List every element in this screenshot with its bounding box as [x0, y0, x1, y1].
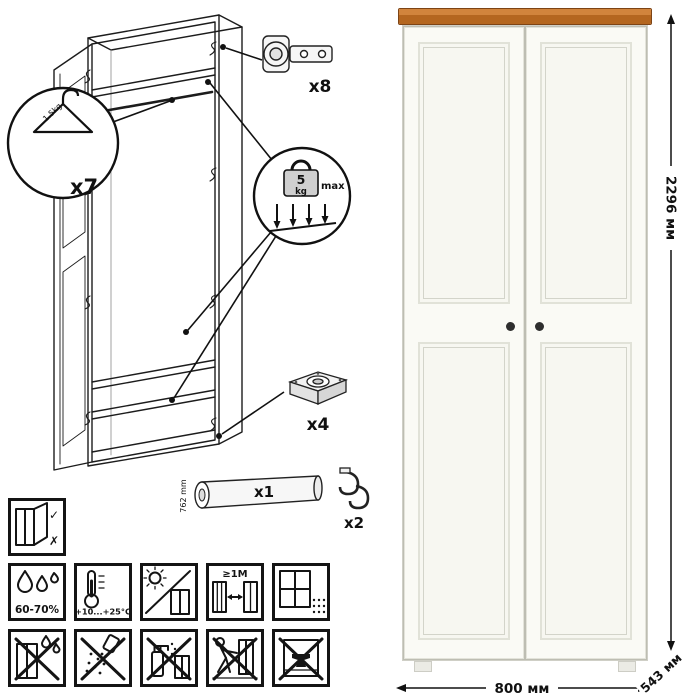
hanging-rod-line — [96, 90, 214, 114]
assembly-diagram: 1.5kg x7 5 kg max — [6, 14, 370, 532]
care-ventilation-icon — [272, 563, 330, 621]
max-load-callout: 5 kg max — [252, 146, 352, 246]
width-dimension-label: 800 мм — [495, 681, 550, 697]
care-humidity-icon: 60-70% — [8, 563, 66, 621]
left-door-top-panel — [418, 42, 510, 304]
weight-handle — [290, 159, 312, 171]
right-door-knob — [535, 322, 544, 331]
humidity-label: 60-70% — [15, 604, 60, 616]
feet-count-label: x4 — [307, 415, 330, 435]
wardrobe-left-foot — [414, 661, 432, 672]
carcass-hinge-marks — [209, 41, 217, 432]
wardrobe-body — [402, 25, 648, 661]
wardrobe-top-board — [398, 8, 652, 25]
left-door-bottom-panel — [418, 342, 510, 640]
right-door-top-panel — [540, 42, 632, 304]
spray-drops — [170, 642, 177, 656]
care-door-mounting-icon: ✓ ✗ — [8, 498, 66, 556]
care-temperature-icon: +10...+25°C — [74, 563, 132, 621]
height-dimension-label: 2296 мм — [663, 176, 679, 240]
temperature-label: +10...+25°C — [77, 607, 129, 617]
care-no-abrasives-icon — [74, 629, 132, 687]
right-door-bottom-panel — [540, 342, 632, 640]
load-value: 5 — [297, 172, 306, 187]
sun-rays — [143, 566, 167, 590]
care-no-moisture-icon — [8, 629, 66, 687]
hanger-icon — [32, 88, 94, 134]
wardrobe-right-foot — [618, 661, 636, 672]
rod-count-label: x1 — [254, 483, 274, 501]
care-heat-distance-icon: ≥1M — [206, 563, 264, 621]
wardrobe-left-door — [404, 27, 524, 659]
top-board-top-face — [399, 9, 651, 15]
cabinet-wireframe — [53, 14, 243, 471]
top-board-front-face — [399, 15, 651, 24]
hooks-icon: x2 — [338, 467, 370, 532]
hanger-capacity-label: 1.5kg — [41, 101, 63, 123]
hinge-icon — [262, 35, 333, 73]
care-no-heavy-load-icon — [272, 629, 330, 687]
min-distance-label: ≥1M — [222, 569, 247, 580]
left-door-knob — [506, 322, 515, 331]
care-no-dragging-icon — [206, 629, 264, 687]
ok-mark: ✓ — [49, 508, 59, 522]
care-no-solvents-icon — [140, 629, 198, 687]
load-arrowheads — [273, 216, 329, 229]
care-sunlight-icon — [140, 563, 198, 621]
door-hinge-marks — [84, 69, 91, 426]
load-max-label: max — [321, 181, 345, 192]
hooks-count-label: x2 — [344, 514, 364, 532]
load-unit: kg — [295, 187, 307, 197]
hanger-count-label: x7 — [70, 175, 98, 199]
weight-icon — [283, 169, 319, 197]
foot-icon: x4 — [287, 371, 349, 435]
wardrobe-right-door — [526, 27, 646, 659]
vent-dots — [312, 598, 326, 614]
open-door-outline — [53, 43, 93, 471]
hanger-callout: 1.5kg x7 — [6, 86, 120, 200]
rod-length-label: 762 mm — [179, 479, 188, 513]
no-mark: ✗ — [49, 534, 59, 548]
leader-dots — [169, 44, 226, 439]
rod-icon: 762 mm x1 — [179, 475, 323, 513]
hinge-count-label: x8 — [309, 77, 332, 97]
load-arrows — [269, 204, 337, 232]
wardrobe-render — [398, 8, 652, 672]
leader-lines — [112, 47, 285, 435]
